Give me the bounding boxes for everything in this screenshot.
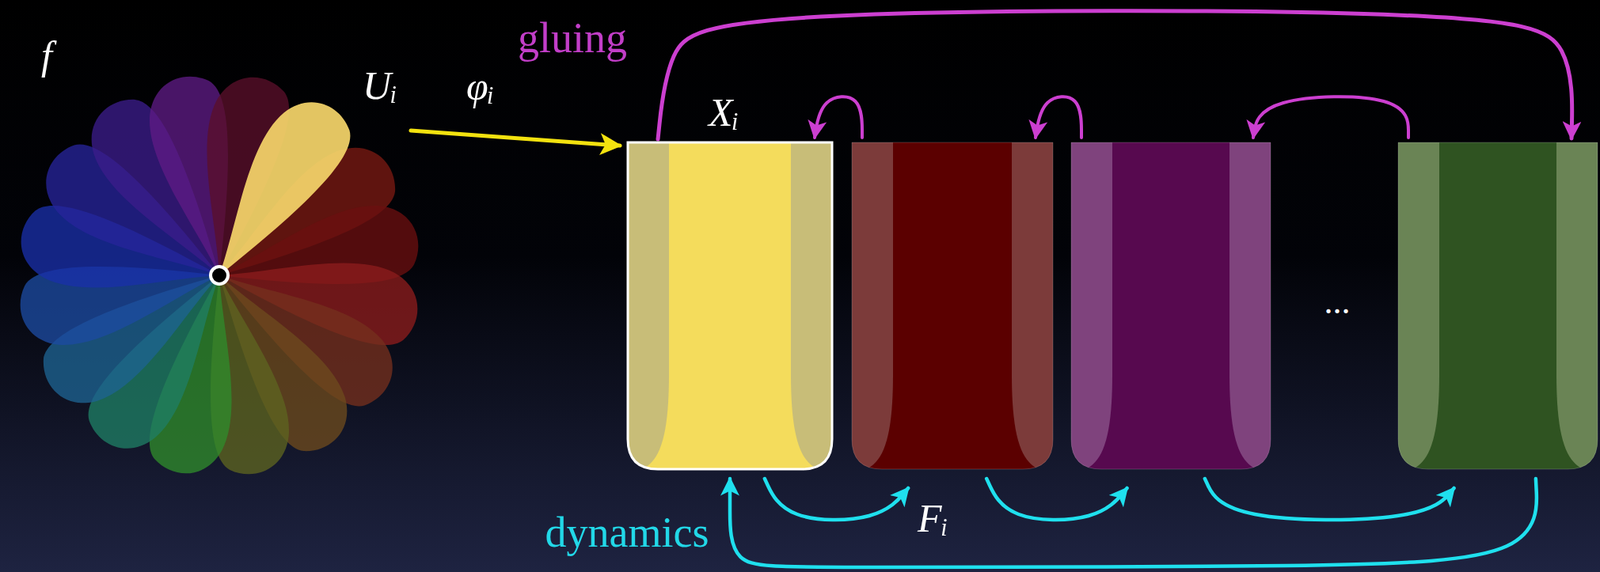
connector-arrow <box>410 130 620 146</box>
cylinder-band <box>1011 142 1053 470</box>
cylinder-band <box>1071 142 1113 470</box>
cylinder-band <box>627 142 669 470</box>
cylinder-body <box>851 142 1053 470</box>
edge-label: φᵢ <box>466 64 495 111</box>
flower-illustration: fUᵢ <box>6 31 434 507</box>
connector-arrow <box>729 478 1537 568</box>
cylinder-band <box>851 142 894 470</box>
cylinder-band <box>1556 142 1598 470</box>
math-label: Uᵢ <box>362 63 398 110</box>
cylinder-band <box>790 142 833 470</box>
cylinder-outline <box>1398 142 1598 470</box>
cylinder <box>851 142 1053 470</box>
cylinder-band <box>1229 142 1271 470</box>
cylinder: Xᵢ <box>627 142 833 470</box>
petal <box>174 85 365 288</box>
cylinder-outline <box>851 142 1053 470</box>
cylinder <box>1398 142 1598 470</box>
connector-arrow <box>1204 478 1455 521</box>
cylinder-shape <box>1071 142 1271 470</box>
cylinder-body <box>1071 142 1271 470</box>
connector-arrow <box>1253 96 1409 138</box>
ellipsis-label: ... <box>1324 282 1351 324</box>
center-point <box>210 266 229 285</box>
cylinder-band <box>1398 142 1440 470</box>
cylinder-body <box>1398 142 1598 470</box>
math-label: f <box>41 33 53 80</box>
edge-label: Fᵢ <box>917 496 948 543</box>
cylinder-shape <box>1398 142 1598 470</box>
cylinder-outline <box>1071 142 1271 470</box>
connector-arrow <box>1035 96 1082 138</box>
cylinder-body <box>627 142 833 470</box>
edge-label: dynamics <box>545 508 710 558</box>
math-label: Xᵢ <box>708 90 739 137</box>
cylinder-shape <box>627 142 833 470</box>
connector-arrow <box>764 478 909 521</box>
cylinder-outline <box>627 142 833 470</box>
connector-arrow <box>657 11 1573 140</box>
cylinder <box>1071 142 1271 470</box>
cylinder-shape <box>851 142 1053 470</box>
edge-label: gluing <box>517 13 628 63</box>
connector-arrow <box>814 96 863 138</box>
connector-arrow <box>986 478 1127 521</box>
petal-region: Uᵢ <box>269 59 408 210</box>
